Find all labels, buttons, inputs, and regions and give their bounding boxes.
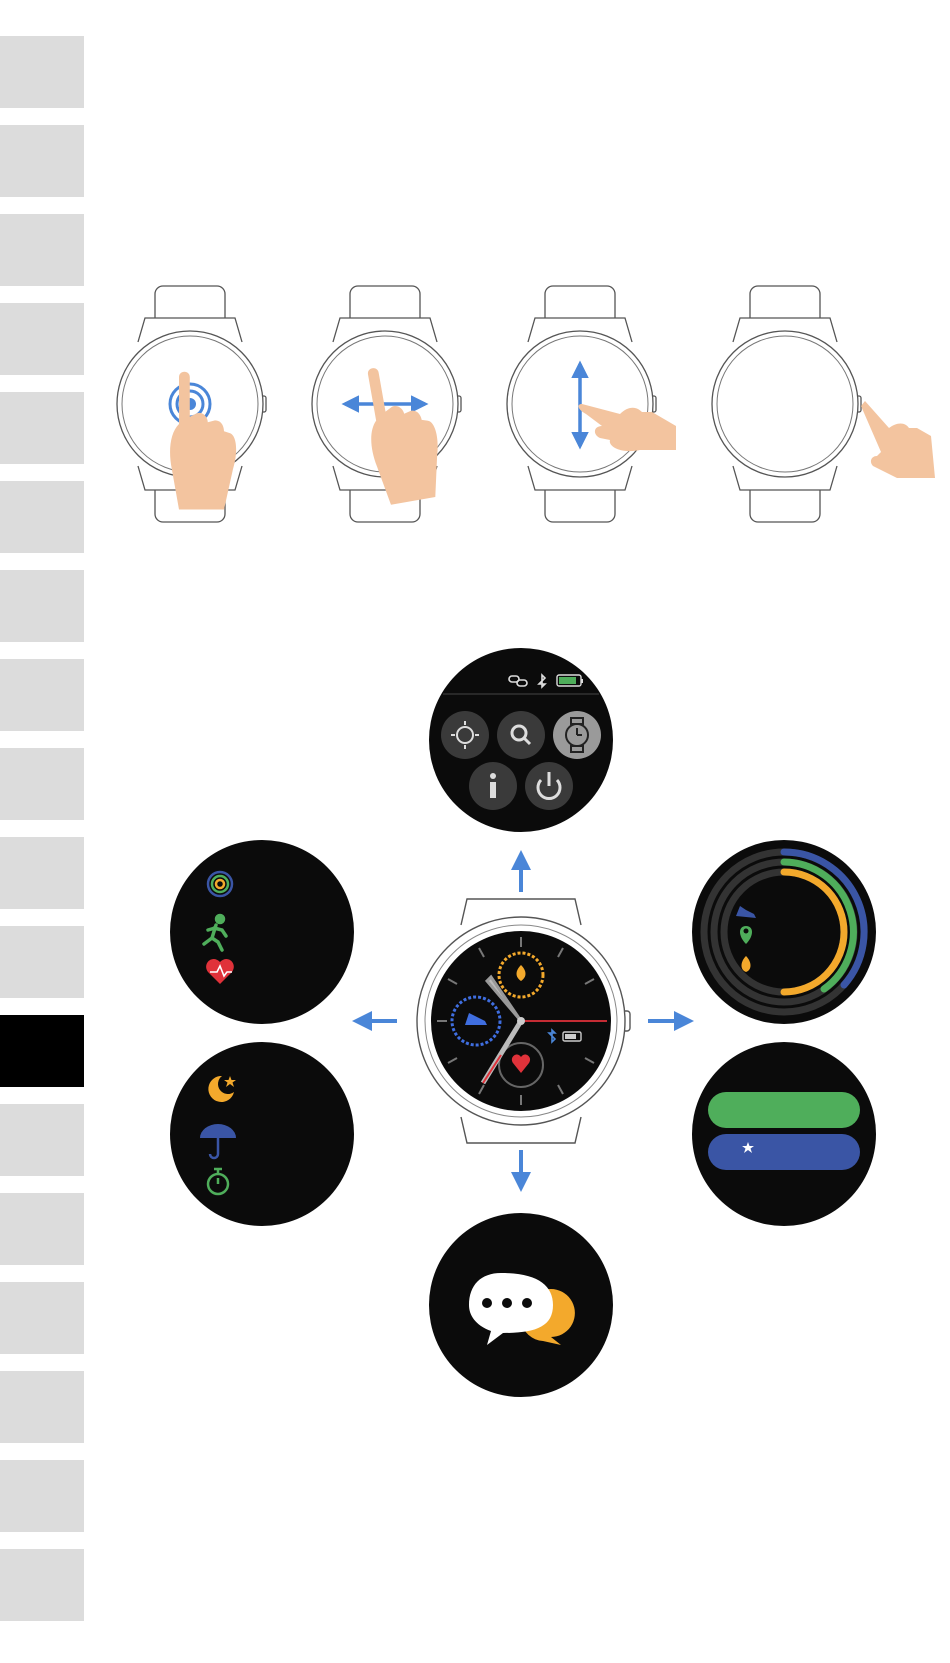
central-watch	[417, 899, 630, 1143]
press-side-button-icon	[861, 401, 935, 478]
gesture-swipe-vertical	[507, 286, 676, 522]
sleep-mode-toggle-green[interactable]	[708, 1092, 860, 1128]
activity-rings-screen	[692, 840, 876, 1024]
utility-widgets-screen	[170, 1042, 354, 1226]
messages-screen	[429, 1213, 613, 1397]
gesture-press-button	[712, 286, 935, 522]
gesture-tap	[117, 286, 266, 522]
watch-face-button[interactable]	[553, 711, 601, 759]
power-button[interactable]	[525, 762, 573, 810]
gesture-swipe-horizontal	[312, 286, 461, 522]
search-button[interactable]	[497, 711, 545, 759]
quick-settings-screen	[429, 648, 613, 832]
info-icon	[490, 773, 496, 798]
brightness-button[interactable]	[441, 711, 489, 759]
sleep-mode-toggle-blue[interactable]	[708, 1134, 860, 1170]
activity-widgets-screen	[170, 840, 354, 1024]
info-button[interactable]	[469, 762, 517, 810]
sleep-modes-screen	[692, 1042, 876, 1226]
